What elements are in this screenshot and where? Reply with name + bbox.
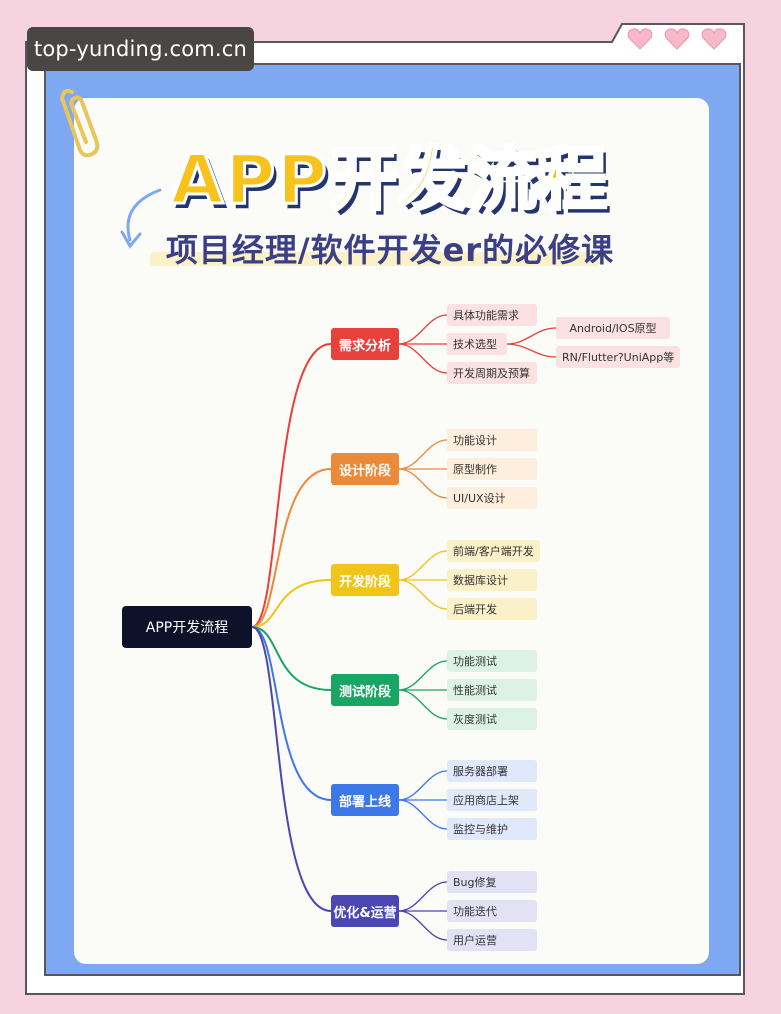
subleaf-item: RN/Flutter?UniApp等	[556, 346, 681, 368]
leaf-item: 灰度测试	[447, 708, 537, 730]
connector-line	[506, 343, 557, 358]
connector-line	[398, 799, 448, 830]
stage-development: 开发阶段	[331, 564, 399, 596]
connector-line	[251, 626, 332, 691]
connector-line	[398, 468, 448, 499]
leaf-item: 用户运营	[447, 929, 537, 951]
leaf-item: 后端开发	[447, 598, 537, 620]
connector-line	[251, 626, 332, 912]
watermark: top-yunding.com.cn	[27, 27, 254, 71]
leaf-item: 开发周期及预算	[447, 362, 537, 384]
leaf-item: 应用商店上架	[447, 789, 537, 811]
leaf-item: 服务器部署	[447, 760, 537, 782]
connector-line	[398, 881, 448, 912]
leaf-item: 前端/客户端开发	[447, 540, 540, 562]
heart-icon	[701, 28, 727, 50]
heart-icon	[664, 28, 690, 50]
connector-line	[398, 689, 448, 720]
connector-line	[398, 314, 448, 345]
leaf-item: 监控与维护	[447, 818, 537, 840]
leaf-item: UI/UX设计	[447, 487, 537, 509]
connector-line	[398, 910, 448, 941]
connector-line	[398, 579, 448, 610]
leaf-item: 数据库设计	[447, 569, 537, 591]
mindmap-root: APP开发流程	[122, 606, 252, 648]
connector-line	[398, 439, 448, 470]
connector-line	[251, 579, 332, 628]
connector-line	[398, 343, 448, 374]
leaf-item: Bug修复	[447, 871, 537, 893]
leaf-item: 功能迭代	[447, 900, 537, 922]
page-subtitle: 项目经理/软件开发er的必修课	[165, 231, 615, 269]
connector-line	[251, 343, 332, 628]
connector-line	[251, 468, 332, 628]
leaf-item: 具体功能需求	[447, 304, 537, 326]
stage-operation: 优化&运营	[331, 895, 399, 927]
leaf-item: 功能设计	[447, 429, 537, 451]
leaf-item: 性能测试	[447, 679, 537, 701]
page-title: APP开发流程	[169, 139, 610, 221]
stage-design: 设计阶段	[331, 453, 399, 485]
connector-line	[251, 626, 332, 801]
connector-line	[398, 770, 448, 801]
connector-line	[506, 327, 557, 345]
stage-testing: 测试阶段	[331, 674, 399, 706]
stage-deployment: 部署上线	[331, 784, 399, 816]
connector-line	[398, 660, 448, 691]
heart-icon	[627, 28, 653, 50]
paperclip-icon	[59, 88, 100, 158]
subleaf-item: Android/IOS原型	[556, 317, 670, 339]
connector-line	[398, 550, 448, 581]
leaf-item: 技术选型	[447, 333, 507, 355]
stage-requirements: 需求分析	[331, 328, 399, 360]
leaf-item: 功能测试	[447, 650, 537, 672]
leaf-item: 原型制作	[447, 458, 537, 480]
